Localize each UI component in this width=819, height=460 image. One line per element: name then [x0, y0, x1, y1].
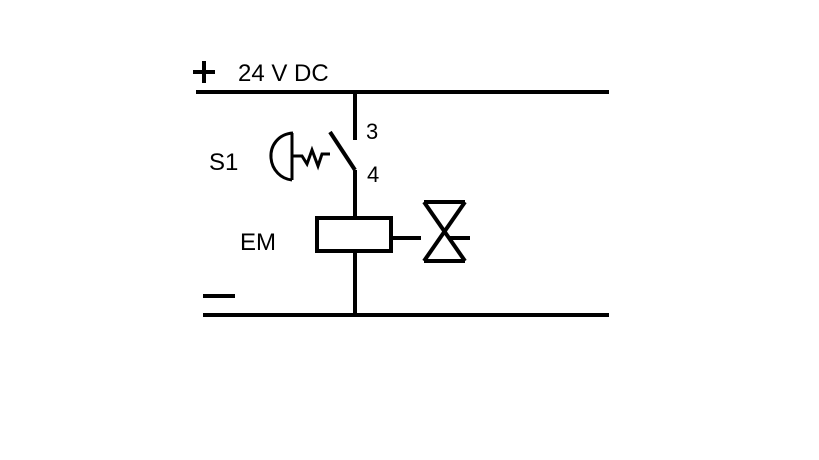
- pushbutton-actuator: [269, 131, 330, 182]
- valve-symbol: [422, 200, 470, 263]
- switch-name-label: S1: [209, 149, 239, 176]
- terminal-3-label: 3: [366, 119, 379, 144]
- coil-name-label: EM: [240, 229, 276, 256]
- plus-symbol: [193, 61, 215, 83]
- switch-contact: [328, 130, 357, 172]
- terminal-4-label: 4: [367, 162, 380, 187]
- supply-voltage-label: 24 V DC: [238, 60, 329, 87]
- coil-em: [315, 216, 393, 253]
